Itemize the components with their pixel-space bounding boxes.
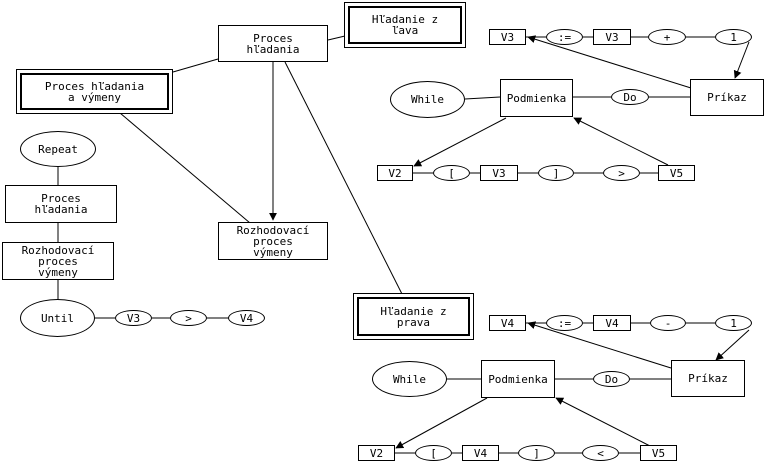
- node-until-v3: V3: [115, 310, 152, 326]
- node-bot-lbracket: [: [415, 445, 452, 461]
- node-bot-v2: V2: [358, 445, 395, 461]
- node-bot-v4-result: V4: [489, 315, 526, 331]
- node-bot-do: Do: [593, 371, 630, 387]
- node-top-plus: +: [648, 29, 686, 45]
- node-label: V4: [239, 311, 254, 325]
- node-proces-hladania-left: Proces hľadania: [5, 185, 117, 223]
- node-label: V4: [473, 446, 488, 460]
- node-label: Until: [40, 311, 75, 325]
- node-label: :=: [557, 316, 572, 330]
- node-label: ]: [552, 166, 560, 180]
- node-top-v3: V3: [593, 29, 631, 45]
- node-label: Príkaz: [707, 91, 747, 104]
- arrow-top-podmienka-to-v2: [413, 117, 507, 167]
- node-bot-minus: -: [650, 315, 686, 331]
- node-top-while: While: [390, 81, 465, 118]
- node-label: V2: [388, 166, 402, 180]
- node-rozhodovaci-proces-vymeny-center: Rozhodovací proces výmeny: [218, 222, 328, 260]
- node-label: Príkaz: [688, 372, 728, 385]
- node-top-podmienka: Podmienka: [500, 79, 573, 117]
- node-label: V3: [492, 166, 506, 180]
- node-label: -: [664, 316, 672, 330]
- node-label: :=: [557, 30, 572, 44]
- node-label: V3: [126, 311, 141, 325]
- node-bot-one: 1: [715, 315, 752, 331]
- arrow-top-prikaz-to-v3: [527, 35, 692, 89]
- node-label: [: [430, 446, 437, 460]
- node-label: 1: [730, 30, 737, 44]
- arrow-bot-v5-to-podmienka: [555, 397, 651, 447]
- node-label: V4: [605, 316, 619, 330]
- edge-top-to-hladanie-z-lava: [327, 35, 346, 41]
- node-label: Do: [604, 372, 619, 386]
- node-label: V4: [500, 316, 515, 330]
- node-label: Podmienka: [506, 91, 567, 105]
- node-bot-rbracket: ]: [518, 445, 555, 461]
- node-bot-podmienka: Podmienka: [481, 360, 555, 398]
- node-label: While: [392, 372, 427, 386]
- arrow-top-one-to-prikaz: [733, 41, 750, 79]
- node-top-one: 1: [715, 29, 752, 45]
- node-bot-assign: :=: [546, 315, 583, 331]
- node-bot-v5: V5: [640, 445, 677, 461]
- node-label: Proces hľadania a výmeny: [44, 79, 145, 104]
- node-top-v2: V2: [377, 165, 413, 181]
- node-repeat: Repeat: [20, 131, 96, 167]
- edge-top-while-podmienka: [464, 96, 501, 100]
- node-label: Proces hľadania: [246, 31, 300, 56]
- node-label: V5: [669, 166, 684, 180]
- node-label: <: [597, 446, 604, 460]
- node-label: Do: [623, 90, 637, 104]
- edge-top-to-left-process: [172, 58, 219, 73]
- edge-left-process-to-rozhodovaci: [119, 112, 251, 224]
- node-bot-prikaz: Príkaz: [671, 360, 745, 397]
- node-top-v3-index: V3: [480, 165, 518, 181]
- node-rozhodovaci-proces-vymeny-left: Rozhodovací proces výmeny: [2, 242, 114, 280]
- node-label: Hľadanie z prava: [380, 304, 447, 329]
- node-label: ]: [533, 446, 540, 460]
- node-label: [: [448, 166, 455, 180]
- node-bot-while: While: [372, 361, 447, 397]
- node-label: V5: [651, 446, 666, 460]
- node-bot-lt: <: [582, 445, 619, 461]
- node-top-v3-result: V3: [489, 29, 526, 45]
- node-label: Repeat: [38, 142, 78, 156]
- node-label: 1: [730, 316, 737, 330]
- node-label: While: [410, 93, 445, 106]
- node-label: Hľadanie z ľava: [371, 13, 439, 37]
- arrow-top-v5-to-podmienka: [573, 117, 669, 166]
- node-label: V2: [369, 446, 384, 460]
- node-label: Podmienka: [488, 372, 548, 386]
- node-label: >: [618, 166, 625, 180]
- node-hladanie-z-prava: Hľadanie z prava: [353, 293, 474, 340]
- node-hladanie-z-lava: Hľadanie z ľava: [344, 2, 466, 48]
- node-label: Rozhodovací proces výmeny: [21, 243, 95, 279]
- node-label: Proces hľadania: [34, 192, 88, 216]
- arrow-bot-podmienka-to-v2: [395, 397, 488, 449]
- node-label: +: [663, 30, 671, 44]
- node-label: V3: [500, 30, 515, 44]
- arrow-bot-prikaz-to-v4: [527, 321, 672, 369]
- node-until: Until: [20, 299, 95, 337]
- node-top-lbracket: [: [433, 165, 470, 181]
- node-until-gt: >: [170, 310, 207, 326]
- node-top-do: Do: [611, 89, 649, 105]
- node-proces-hladania-top: Proces hľadania: [218, 25, 328, 62]
- node-label: Rozhodovací proces výmeny: [236, 223, 310, 259]
- node-top-v5: V5: [658, 165, 695, 181]
- node-top-prikaz: Príkaz: [690, 79, 764, 116]
- node-top-assign: :=: [546, 29, 583, 45]
- arrow-bot-one-to-prikaz: [715, 329, 750, 361]
- node-label: >: [185, 311, 192, 325]
- node-top-rbracket: ]: [538, 165, 574, 181]
- node-label: V3: [605, 30, 619, 44]
- node-until-v4: V4: [228, 310, 265, 326]
- edge-top-to-hladanie-z-prava: [284, 61, 403, 295]
- node-top-gt: >: [603, 165, 640, 181]
- node-bot-v4-index: V4: [462, 445, 499, 461]
- node-proces-hladania-a-vymeny: Proces hľadania a výmeny: [16, 69, 173, 114]
- node-bot-v4: V4: [593, 315, 631, 331]
